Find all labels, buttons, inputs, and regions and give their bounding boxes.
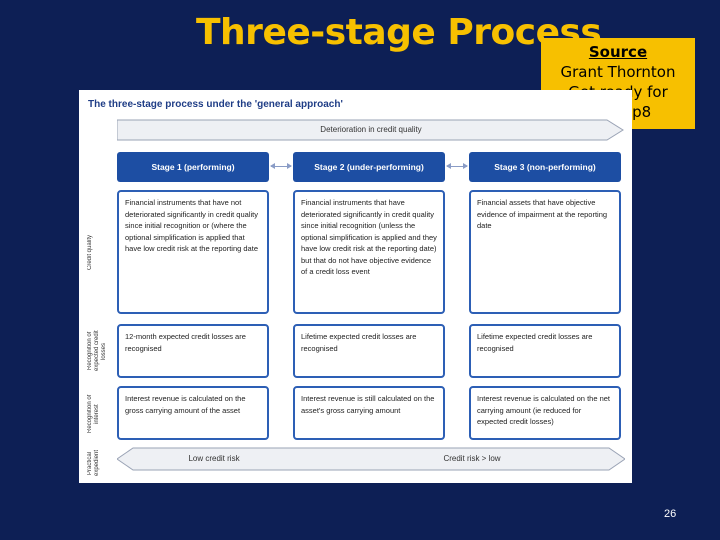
stage-2-interest: Interest revenue is still calculated on …	[293, 386, 445, 440]
stage-1-expected-losses: 12-month expected credit losses are reco…	[117, 324, 269, 378]
stage-connector-1	[270, 163, 292, 169]
stage-2-header: Stage 2 (under-performing)	[293, 152, 445, 182]
stage-3-expected-losses: Lifetime expected credit losses are reco…	[469, 324, 621, 378]
stage-3-interest: Interest revenue is calculated on the ne…	[469, 386, 621, 440]
stage-2-expected-losses: Lifetime expected credit losses are reco…	[293, 324, 445, 378]
row-label-credit-quality: Credit quality	[87, 234, 93, 270]
stage-3-credit-quality: Financial assets that have objective evi…	[469, 190, 621, 314]
credit-risk-arrow-shape	[117, 447, 625, 471]
page-number: 26	[664, 508, 677, 520]
row-label-practical-expedient: Practical expedient	[87, 449, 100, 477]
three-stage-figure: The three-stage process under the 'gener…	[79, 90, 632, 483]
stage-2-credit-quality: Financial instruments that have deterior…	[293, 190, 445, 314]
credit-risk-above-low-label: Credit risk > low	[443, 454, 501, 463]
row-label-expected-losses: Recognition of expected credit losses	[87, 330, 107, 372]
stage-1-credit-quality: Financial instruments that have not dete…	[117, 190, 269, 314]
slide-title: Three-stage Process	[196, 12, 602, 53]
source-heading: Source	[588, 43, 648, 61]
low-credit-risk-label: Low credit risk	[188, 454, 240, 463]
credit-risk-arrow: Low credit risk Credit risk > low	[117, 446, 625, 472]
stage-3-header: Stage 3 (non-performing)	[469, 152, 621, 182]
source-line-1: Grant Thornton	[560, 63, 676, 81]
deterioration-label: Deterioration in credit quality	[320, 125, 422, 134]
figure-title: The three-stage process under the 'gener…	[88, 99, 343, 110]
stage-1-header: Stage 1 (performing)	[117, 152, 269, 182]
deterioration-arrow-shape	[117, 119, 624, 141]
stage-1-interest: Interest revenue is calculated on the gr…	[117, 386, 269, 440]
deterioration-arrow: Deterioration in credit quality	[117, 118, 625, 142]
stage-connector-2	[446, 163, 468, 169]
row-label-interest: Recognition of interest	[87, 394, 100, 434]
